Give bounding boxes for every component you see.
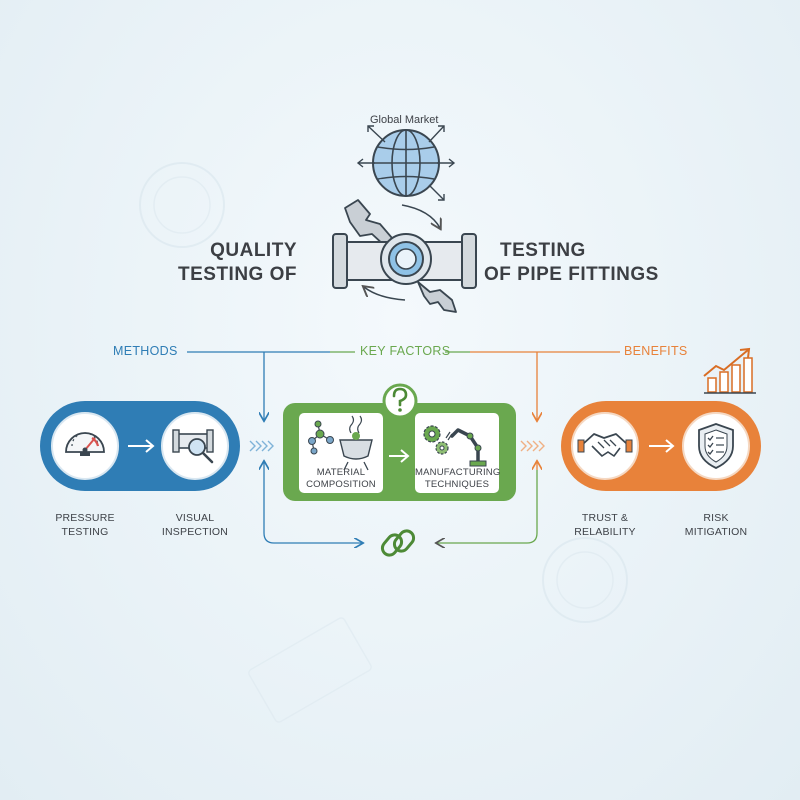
methods-header: METHODS (113, 344, 178, 358)
molecule-crucible-icon (308, 415, 373, 471)
title-left-line1: QUALITY (210, 240, 297, 261)
pressure-gauge-icon (65, 432, 105, 456)
globe-icon (356, 125, 456, 201)
title-right-line1: TESTING (500, 240, 586, 261)
shield-check-icon (698, 423, 734, 469)
benefits-header: BENEFITS (624, 344, 688, 358)
methods-group (40, 401, 240, 491)
trust-reliability-label: TRUST &RELABILITY (574, 512, 636, 538)
pipe-wrench-icon (332, 199, 477, 313)
handshake-icon (577, 433, 633, 457)
background-decoration (139, 162, 628, 723)
connector-lines (187, 351, 620, 543)
key-factors-header: KEY FACTORS (360, 344, 451, 358)
chain-link-icon (380, 529, 416, 557)
global-market-label: Global Market (370, 114, 439, 126)
key-factors-group (283, 383, 516, 501)
pipe-magnifier-icon (172, 429, 214, 464)
growth-chart-icon (703, 347, 756, 394)
gears-robot-arm-icon (423, 425, 487, 467)
title-right-line2: OF PIPE FITTINGS (484, 264, 659, 285)
benefits-group (561, 401, 761, 491)
title-left-line2: TESTING OF (178, 264, 297, 285)
question-mark-icon (382, 383, 418, 419)
